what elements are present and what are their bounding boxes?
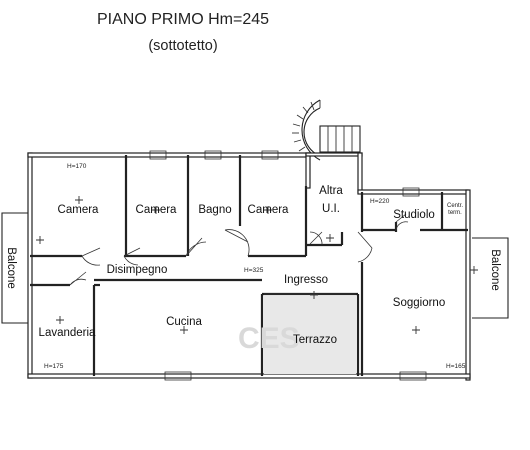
- room-centrale-line2: term.: [448, 210, 462, 216]
- doors: [69, 213, 409, 295]
- room-centrale-line1: Centr.: [447, 203, 463, 209]
- room-ingresso: Ingresso: [284, 274, 328, 286]
- balcony-left-label: Balcone: [5, 247, 17, 289]
- room-bagno: Bagno: [198, 204, 231, 216]
- balcony-right: Balcone: [472, 237, 509, 319]
- room-disimpegno: Disimpegno: [107, 264, 168, 276]
- plan-subtitle: (sottotetto): [148, 38, 217, 54]
- room-cucina: Cucina: [166, 316, 202, 328]
- height-soggiorno: H=165: [446, 363, 466, 370]
- room-camera-1: Camera: [58, 204, 100, 216]
- height-lavanderia: H=175: [44, 363, 64, 370]
- height-camera: H=170: [67, 163, 87, 170]
- light-points: [36, 196, 478, 334]
- watermark: CES: [238, 322, 300, 355]
- windows: [149, 150, 427, 381]
- plan-title: PIANO PRIMO Hm=245: [97, 11, 269, 28]
- room-camera-3: Camera: [248, 204, 290, 216]
- balcony-right-label: Balcone: [489, 249, 501, 291]
- room-studiolo: Studiolo: [393, 209, 435, 221]
- room-soggiorno: Soggiorno: [393, 297, 445, 309]
- room-lavanderia: Lavanderia: [39, 327, 97, 339]
- outer-walls: [27, 152, 471, 381]
- room-altra-ui-line1: Altra: [319, 185, 343, 197]
- height-studiolo: H=220: [370, 198, 390, 205]
- room-terrazzo: Terrazzo: [293, 334, 337, 346]
- terrace-area: [264, 296, 356, 374]
- spiral-staircase: [292, 99, 361, 161]
- interior-walls: [30, 155, 468, 376]
- balcony-left: Balcone: [1, 212, 28, 324]
- height-disimpegno: H=325: [244, 267, 264, 274]
- room-altra-ui-line2: U.I.: [322, 203, 340, 215]
- room-camera-2: Camera: [136, 204, 178, 216]
